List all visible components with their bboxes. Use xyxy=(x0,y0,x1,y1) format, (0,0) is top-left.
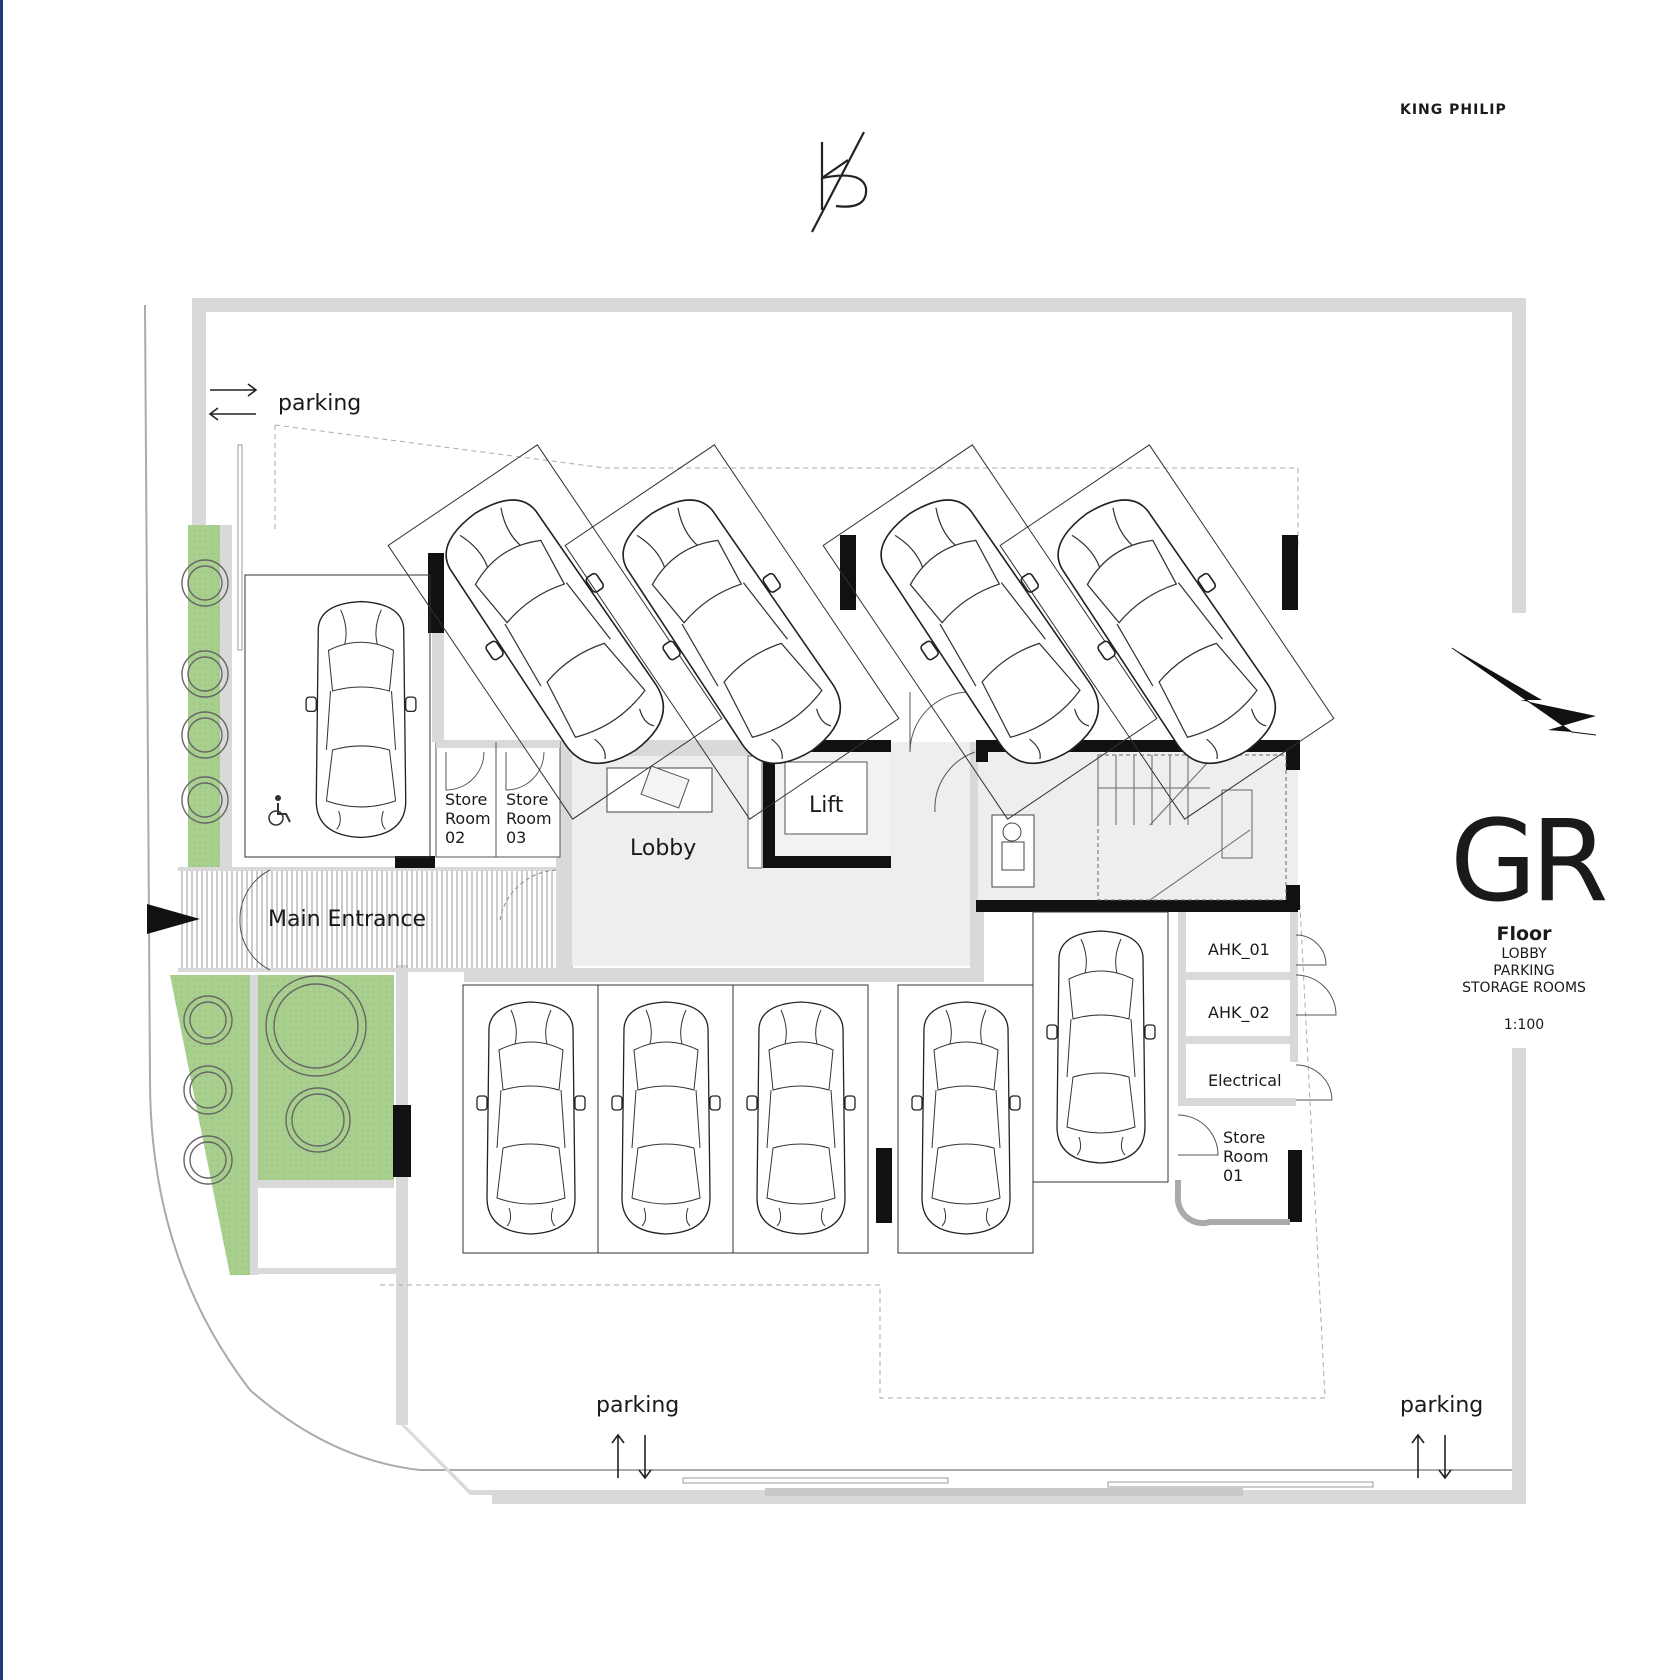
floor-subtitle-1: LOBBY xyxy=(1501,946,1547,962)
service-rooms xyxy=(1174,912,1337,1227)
landscape-left xyxy=(170,525,398,1275)
angled-parking-slot-1 xyxy=(387,444,723,820)
accessible-parking-slot xyxy=(244,574,431,858)
floor-code: GR xyxy=(1450,797,1606,927)
store-rooms xyxy=(435,741,561,858)
angled-parking-slot-4 xyxy=(999,444,1335,820)
scale-label: 1:100 xyxy=(1504,1017,1544,1033)
parking-label-bottom-left: parking xyxy=(596,1393,679,1418)
floor-subtitle-2: PARKING xyxy=(1493,963,1554,979)
parking-label-bottom-right: parking xyxy=(1400,1393,1483,1418)
electrical-label: Electrical xyxy=(1208,1071,1282,1090)
parking-label-top: parking xyxy=(278,391,361,416)
entrance-door-swing xyxy=(239,869,271,971)
floor-title: Floor xyxy=(1497,923,1553,945)
column xyxy=(1282,535,1298,610)
lower-outline xyxy=(380,904,1326,1399)
page-edge xyxy=(0,0,3,1680)
entrance-corridor xyxy=(178,870,573,970)
two-way-arrows-icon xyxy=(611,1433,1452,1480)
angled-parking-slot-2 xyxy=(564,444,900,820)
lift-label: Lift xyxy=(809,793,844,818)
parking-slot-bottom-4 xyxy=(897,984,1034,1254)
entrance-arrow-icon xyxy=(147,904,200,934)
plot-boundary xyxy=(192,298,1526,1504)
store-room-01-label: Store Room 01 xyxy=(1223,1128,1274,1185)
parking-slot-bottom-5 xyxy=(1032,911,1169,1183)
tree-icons xyxy=(181,559,367,1185)
north-arrow-icon xyxy=(1451,647,1597,736)
lobby-label: Lobby xyxy=(630,836,696,861)
parking-slot-bottom-3 xyxy=(732,984,869,1254)
two-way-arrows-icon xyxy=(208,383,258,421)
column xyxy=(840,535,856,610)
stair-core xyxy=(976,740,1300,912)
parking-slot-bottom-2 xyxy=(597,984,734,1254)
wheelchair-icon xyxy=(268,795,291,826)
angled-parking-slot-3 xyxy=(822,444,1158,820)
main-entrance-label: Main Entrance xyxy=(268,907,426,932)
brand-name: KING PHILIP xyxy=(1400,102,1507,118)
ahk-02-label: AHK_02 xyxy=(1208,1003,1270,1023)
column xyxy=(876,1148,892,1223)
store-room-03-label: Store Room 03 xyxy=(506,790,557,847)
column xyxy=(393,1105,411,1177)
core-door-swing xyxy=(909,691,971,753)
kp-monogram-logo xyxy=(811,131,868,233)
ahk-01-label: AHK_01 xyxy=(1208,940,1270,960)
ramp-rail xyxy=(237,444,243,651)
stair-lift-chair-icon xyxy=(991,814,1035,888)
store-room-02-label: Store Room 02 xyxy=(445,790,496,847)
street-line xyxy=(144,304,1520,1471)
floor-subtitle-3: STORAGE ROOMS xyxy=(1462,980,1586,996)
upper-floor-outline xyxy=(274,424,1299,545)
parking-slot-bottom-1 xyxy=(462,984,599,1254)
